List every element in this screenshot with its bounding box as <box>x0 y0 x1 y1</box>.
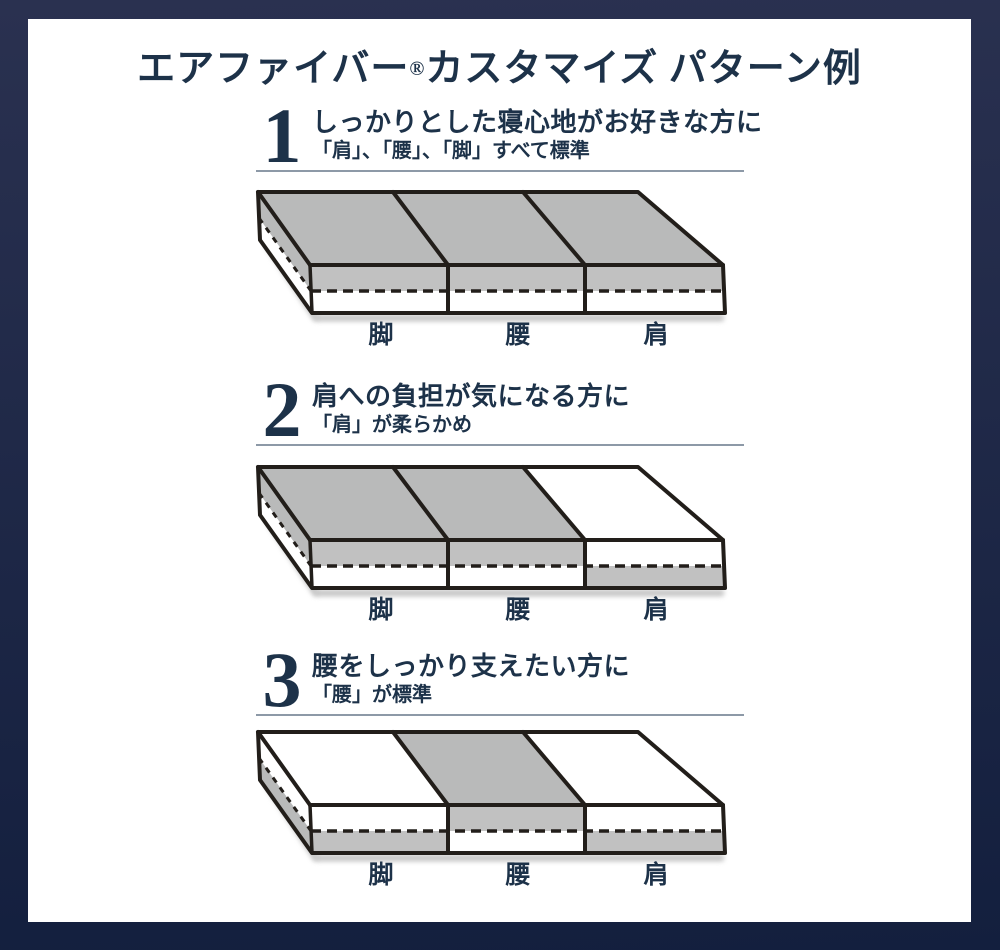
zone-label: 腰 <box>504 861 530 889</box>
mattress-silhouette <box>256 465 727 590</box>
zone-front-lower-layer <box>448 291 585 313</box>
zone-label: 脚 <box>368 861 393 889</box>
zone-front-upper-layer <box>448 540 585 566</box>
zone-divider <box>391 730 450 807</box>
end-face-upper-layer <box>258 192 311 291</box>
section-3-heading: 腰をしっかり支えたい方に <box>312 652 631 681</box>
registered-trademark-symbol: ® <box>409 58 426 80</box>
zone-top-face <box>523 467 723 540</box>
section-2-text: 肩への負担が気になる方に 「肩」が柔らかめ <box>308 380 744 437</box>
zone-top-face <box>258 192 448 265</box>
section-3-text: 腰をしっかり支えたい方に 「腰」が標準 <box>308 650 744 707</box>
zone-front-upper-layer <box>585 265 724 291</box>
zone-label: 腰 <box>504 321 530 349</box>
zone-front-lower-layer <box>311 566 448 588</box>
section-1-text: しっかりとした寝心地がお好きな方に 「肩」、「腰」、「脚」すべて標準 <box>308 106 763 163</box>
zone-top-face <box>258 467 448 540</box>
end-face-lower-layer <box>259 758 312 853</box>
zone-front-lower-layer <box>448 831 585 853</box>
section-3-header: 3 腰をしっかり支えたい方に 「腰」が標準 <box>256 636 744 723</box>
zone-divider <box>521 465 587 542</box>
zone-front-lower-layer <box>585 291 724 313</box>
section-1-number: 1 <box>262 92 302 179</box>
edge-line <box>256 730 312 807</box>
zone-front-lower-layer <box>585 831 724 853</box>
section-3-number: 3 <box>262 636 302 723</box>
layer-seam-dashed-line <box>257 492 313 567</box>
zone-label: 脚 <box>368 321 393 349</box>
zone-label: 脚 <box>368 596 393 624</box>
end-face-upper-layer <box>258 467 311 566</box>
zone-front-upper-layer <box>311 540 448 566</box>
section-2-subheading: 「肩」が柔らかめ <box>312 414 472 436</box>
section-2-number: 2 <box>262 366 302 453</box>
end-face-lower-layer <box>259 218 312 313</box>
zone-front-upper-layer <box>585 805 724 831</box>
zone-divider <box>391 465 450 542</box>
zone-label: 肩 <box>643 860 668 889</box>
zone-top-face <box>258 732 448 805</box>
section-1-header: 1 しっかりとした寝心地がお好きな方に 「肩」、「腰」、「脚」すべて標準 <box>256 92 762 179</box>
zone-front-upper-layer <box>448 805 585 831</box>
mattress-diagram-2: 脚腰肩 <box>256 465 727 624</box>
zone-front-upper-layer <box>311 265 448 291</box>
zone-top-face <box>523 192 723 265</box>
zone-front-upper-layer <box>585 540 724 566</box>
end-face-upper-layer <box>258 732 311 831</box>
zone-front-lower-layer <box>311 831 448 853</box>
mattress-diagram-3: 脚腰肩 <box>256 730 727 889</box>
mattress-silhouette <box>256 730 727 855</box>
edge-line <box>256 465 312 542</box>
zone-front-lower-layer <box>311 291 448 313</box>
zone-front-lower-layer <box>448 566 585 588</box>
zone-label: 肩 <box>643 595 668 624</box>
title-brand: エアファイバー <box>137 48 410 90</box>
zone-front-upper-layer <box>448 265 585 291</box>
layer-seam-dashed-line <box>257 217 313 292</box>
section-1-subheading: 「肩」、「腰」、「脚」すべて標準 <box>312 140 590 162</box>
zone-top-face <box>523 732 723 805</box>
zone-front-lower-layer <box>585 566 724 588</box>
zone-label: 腰 <box>504 596 530 624</box>
page-title: エアファイバー®カスタマイズ パターン例 <box>28 37 971 92</box>
section-1-heading: しっかりとした寝心地がお好きな方に <box>312 108 763 137</box>
edge-line <box>256 190 312 267</box>
zone-divider <box>521 190 587 267</box>
content-panel: エアファイバー®カスタマイズ パターン例 1 しっかりとした寝心地がお好きな方に… <box>28 19 971 922</box>
zone-label: 肩 <box>643 320 668 349</box>
mattress-diagram-1: 脚腰肩 <box>256 190 727 349</box>
layer-seam-dashed-line <box>257 757 313 832</box>
section-3-subheading: 「腰」が標準 <box>312 684 432 706</box>
end-face-lower-layer <box>259 493 312 588</box>
zone-front-upper-layer <box>311 805 448 831</box>
zone-divider <box>391 190 450 267</box>
section-2-heading: 肩への負担が気になる方に <box>312 382 631 411</box>
mattress-silhouette <box>256 190 727 315</box>
section-2-header: 2 肩への負担が気になる方に 「肩」が柔らかめ <box>256 366 744 453</box>
title-rest: カスタマイズ パターン例 <box>425 48 862 90</box>
zone-divider <box>521 730 587 807</box>
